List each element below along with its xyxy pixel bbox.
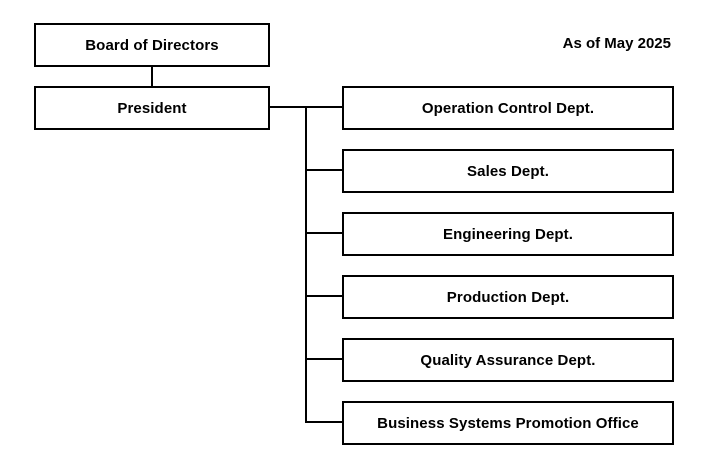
node-quality-assurance-dept-label: Quality Assurance Dept.	[420, 351, 596, 369]
node-business-systems-promotion-office-label: Business Systems Promotion Office	[377, 414, 639, 432]
node-operation-control-dept: Operation Control Dept.	[342, 86, 674, 130]
node-president: President	[34, 86, 270, 130]
connector-branch-sales	[305, 169, 342, 171]
node-production-dept: Production Dept.	[342, 275, 674, 319]
connector-board-to-president	[151, 66, 153, 87]
node-engineering-dept: Engineering Dept.	[342, 212, 674, 256]
connector-branch-quality-assurance	[305, 358, 342, 360]
connector-vertical-trunk	[305, 106, 307, 423]
node-operation-control-dept-label: Operation Control Dept.	[421, 99, 595, 117]
node-engineering-dept-label: Engineering Dept.	[442, 225, 574, 243]
node-production-dept-label: Production Dept.	[446, 288, 570, 306]
connector-branch-engineering	[305, 232, 342, 234]
node-president-label: President	[117, 99, 187, 117]
node-business-systems-promotion-office: Business Systems Promotion Office	[342, 401, 674, 445]
connector-branch-production	[305, 295, 342, 297]
node-board-of-directors: Board of Directors	[34, 23, 270, 67]
connector-branch-business-systems	[305, 421, 342, 423]
as-of-date: As of May 2025	[562, 35, 671, 52]
node-sales-dept: Sales Dept.	[342, 149, 674, 193]
node-quality-assurance-dept: Quality Assurance Dept.	[342, 338, 674, 382]
node-board-of-directors-label: Board of Directors	[85, 36, 219, 54]
node-sales-dept-label: Sales Dept.	[467, 162, 549, 180]
